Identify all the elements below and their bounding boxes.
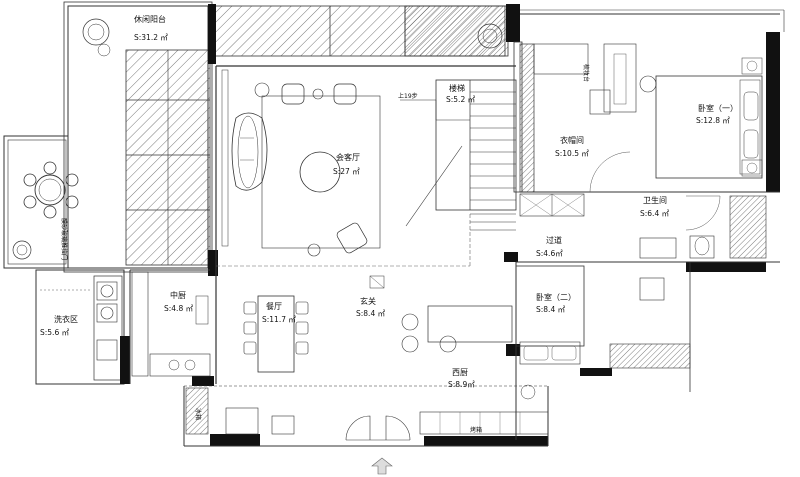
bathroom xyxy=(639,195,767,259)
leisure-balcony xyxy=(63,1,509,273)
annotation-labels: 膜砂玻璃推拉门 冰箱 烤箱 梳妆台 xyxy=(60,64,590,434)
corridor xyxy=(519,193,585,217)
label-dining-room-name: 餐厅 xyxy=(266,302,282,311)
room-labels: 休闲阳台 S:31.2 ㎡ 会客厅 S:27 ㎡ 楼梯 S:5.2 ㎡ 上19步… xyxy=(40,14,738,389)
label-chinese-kitchen-area: S:4.8 ㎡ xyxy=(164,304,194,313)
label-bedroom-two-area: S:8.4 ㎡ xyxy=(536,305,566,314)
bedroom-two xyxy=(515,265,691,400)
label-laundry-area: S:5.6 ㎡ xyxy=(40,328,70,337)
label-living-room-area: S:27 ㎡ xyxy=(333,167,360,176)
label-chinese-kitchen-name: 中厨 xyxy=(170,290,186,300)
cloakroom xyxy=(519,43,657,193)
entrance-western-kitchen xyxy=(185,275,549,441)
label-fridge: 冰箱 xyxy=(194,408,202,420)
plant-icon xyxy=(82,18,503,57)
staircase xyxy=(400,79,517,231)
label-dining-room-area: S:11.7 ㎡ xyxy=(262,315,296,324)
label-cloakroom-name: 衣帽间 xyxy=(560,135,584,145)
laundry-area xyxy=(35,269,125,385)
label-leisure-balcony-area: S:31.2 ㎡ xyxy=(134,33,168,42)
walls xyxy=(120,4,785,447)
bedroom-one xyxy=(655,57,763,179)
label-western-kitchen-name: 西厨 xyxy=(452,368,468,377)
label-leisure-balcony-name: 休闲阳台 xyxy=(134,14,166,24)
label-corridor-name: 过道 xyxy=(546,235,562,245)
round-table-terrace xyxy=(3,135,79,269)
label-corridor-area: S:4.6㎡ xyxy=(536,249,563,258)
living-room xyxy=(221,69,381,257)
label-bedroom-two-name: 卧室（二） xyxy=(536,292,576,302)
label-stairs-name: 楼梯 xyxy=(449,83,465,93)
label-bedroom-one-name: 卧室（一） xyxy=(698,103,738,113)
label-stairs-note: 上19步 xyxy=(398,92,418,100)
label-entrance-area: S:8.4 ㎡ xyxy=(356,309,386,318)
label-entrance-name: 玄关 xyxy=(360,296,376,306)
label-western-kitchen-area: S:8.9㎡ xyxy=(448,380,475,389)
label-bathroom-area: S:6.4 ㎡ xyxy=(640,209,670,218)
label-sliding-door: 膜砂玻璃推拉门 xyxy=(60,218,68,260)
label-vanity: 梳妆台 xyxy=(582,64,590,82)
label-stairs-area: S:5.2 ㎡ xyxy=(446,95,476,104)
label-bedroom-one-area: S:12.8 ㎡ xyxy=(696,116,730,125)
entry-arrow-icon xyxy=(371,457,393,475)
label-laundry-name: 洗衣区 xyxy=(54,314,78,324)
dining-room xyxy=(243,295,309,373)
label-bathroom-name: 卫生间 xyxy=(643,195,667,205)
label-cloakroom-area: S:10.5 ㎡ xyxy=(555,149,589,158)
label-living-room-name: 会客厅 xyxy=(336,152,360,162)
chinese-kitchen xyxy=(131,271,211,377)
label-oven: 烤箱 xyxy=(470,426,482,434)
